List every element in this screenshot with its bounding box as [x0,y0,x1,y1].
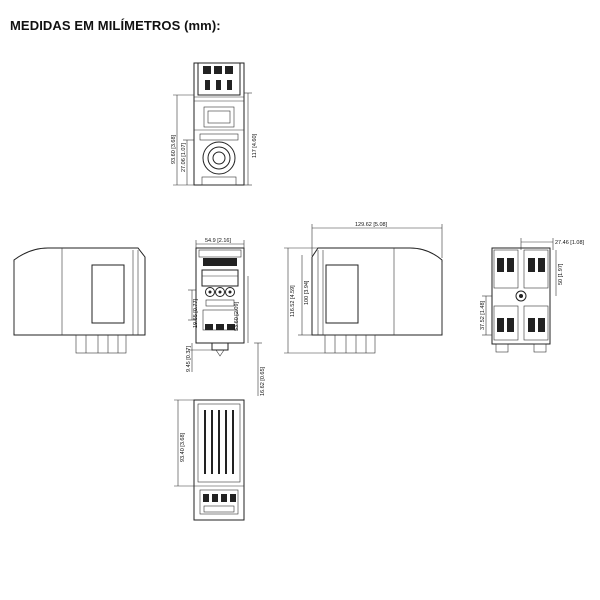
right-side-view [311,247,443,354]
dim-side-h-inner: 100 [3.94] [304,280,310,305]
dim-front-h2: 53.60 [2.09] [234,301,240,331]
rear-view [491,247,551,353]
rear-view-dimensions: 27.46 [1.08] 50 [1.97] 37.52 [1.48] [480,238,585,336]
left-side-view [13,247,146,354]
dim-side-h-total: 116.52 [4.59] [290,285,296,317]
dim-front-h1: 19.65 [0.77] [193,298,199,328]
top-view-dimensions: 117 [4.60] 93.60 [3.68] 27.06 [1.07] [171,92,258,186]
front-view-dimensions: 54.9 [2.16] 19.65 [0.77] 53.60 [2.09] 9.… [186,238,266,396]
top-view [193,62,245,186]
dim-rear-width: 27.46 [1.08] [555,240,585,246]
dim-rear-h1: 50 [1.97] [558,263,564,285]
front-view [195,247,245,357]
right-side-view-dimensions: 129.62 [5.08] 116.52 [4.59] 100 [3.94] [284,222,443,354]
dim-front-h3: 9.45 [0.37] [186,346,192,372]
bottom-view [193,399,245,521]
bottom-view-dimensions: 93.40 [3.68] [174,399,194,487]
dim-rear-h2: 37.52 [1.48] [480,300,486,330]
dim-bottom-height: 93.40 [3.68] [180,432,186,462]
dim-side-width: 129.62 [5.08] [355,222,388,228]
dim-top-height-a: 93.60 [3.68] [171,134,177,164]
dim-top-height-total: 117 [4.60] [252,133,258,158]
dim-front-h4: 16.62 [0.65] [260,366,266,396]
dim-top-height-b: 27.06 [1.07] [181,142,187,172]
dim-front-width: 54.9 [2.16] [205,238,231,244]
page-title: MEDIDAS EM MILÍMETROS (mm): [10,18,221,33]
